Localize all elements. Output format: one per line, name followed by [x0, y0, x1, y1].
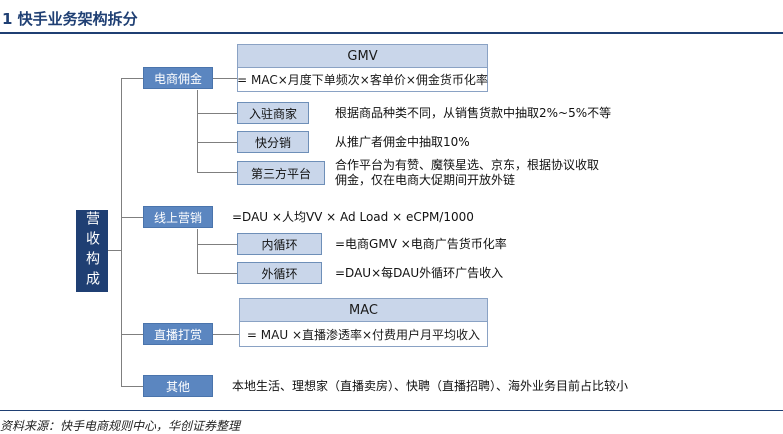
distribution-desc: 从推广者佣金中抽取10%: [335, 135, 470, 149]
thirdparty-desc: 合作平台为有赞、魔筷星选、京东，根据协议收取佣金，仅在电商大促期间开放外链: [335, 158, 600, 187]
branch-line-ecommerce: [121, 78, 143, 79]
sub-line-inner: [197, 244, 237, 245]
title-divider: [0, 32, 783, 34]
other-box: 其他: [143, 375, 213, 397]
merchant-desc: 根据商品种类不同，从销售货款中抽取2%~5%不等: [335, 106, 612, 120]
source-divider: [0, 410, 783, 411]
branch-line-live: [121, 334, 143, 335]
distribution-box: 快分销: [237, 131, 309, 153]
sub-line-distribution: [197, 142, 237, 143]
mac-header: MAC: [239, 298, 488, 322]
ecommerce-link: [213, 78, 237, 79]
marketing-formula: =DAU ×人均VV × Ad Load × eCPM/1000: [232, 210, 474, 224]
revenue-root-box: 营收构成: [76, 210, 108, 292]
sub-line-outer: [197, 273, 237, 274]
ecommerce-box: 电商佣金: [143, 67, 213, 89]
gmv-header: GMV: [237, 44, 488, 68]
branch-line-other: [121, 386, 143, 387]
live-box: 直播打赏: [143, 323, 213, 345]
thirdparty-box: 第三方平台: [237, 161, 325, 185]
page-title: 1 快手业务架构拆分: [2, 10, 138, 28]
live-link: [213, 334, 239, 335]
marketing-box: 线上营销: [143, 206, 213, 228]
inner-loop-box: 内循环: [237, 233, 322, 255]
source-note: 资料来源：快手电商规则中心，华创证券整理: [0, 419, 241, 433]
other-desc: 本地生活、理想家（直播卖房）、快聘（直播招聘）、海外业务目前占比较小: [232, 379, 629, 393]
sub-line-merchant: [197, 113, 237, 114]
merchant-box: 入驻商家: [237, 102, 309, 124]
main-trunk: [121, 78, 122, 386]
branch-line-marketing: [121, 217, 143, 218]
outer-loop-desc: =DAU×每DAU外循环广告收入: [335, 266, 504, 280]
marketing-subtrunk: [197, 229, 198, 274]
inner-loop-desc: =电商GMV ×电商广告货币化率: [335, 237, 507, 251]
mac-formula: = MAU ×直播渗透率×付费用户月平均收入: [239, 321, 488, 347]
sub-line-thirdparty: [197, 172, 237, 173]
gmv-formula: = MAC×月度下单频次×客单价×佣金货币化率: [237, 67, 488, 92]
ecommerce-subtrunk: [197, 90, 198, 173]
root-connector: [108, 250, 122, 251]
outer-loop-box: 外循环: [237, 262, 322, 284]
